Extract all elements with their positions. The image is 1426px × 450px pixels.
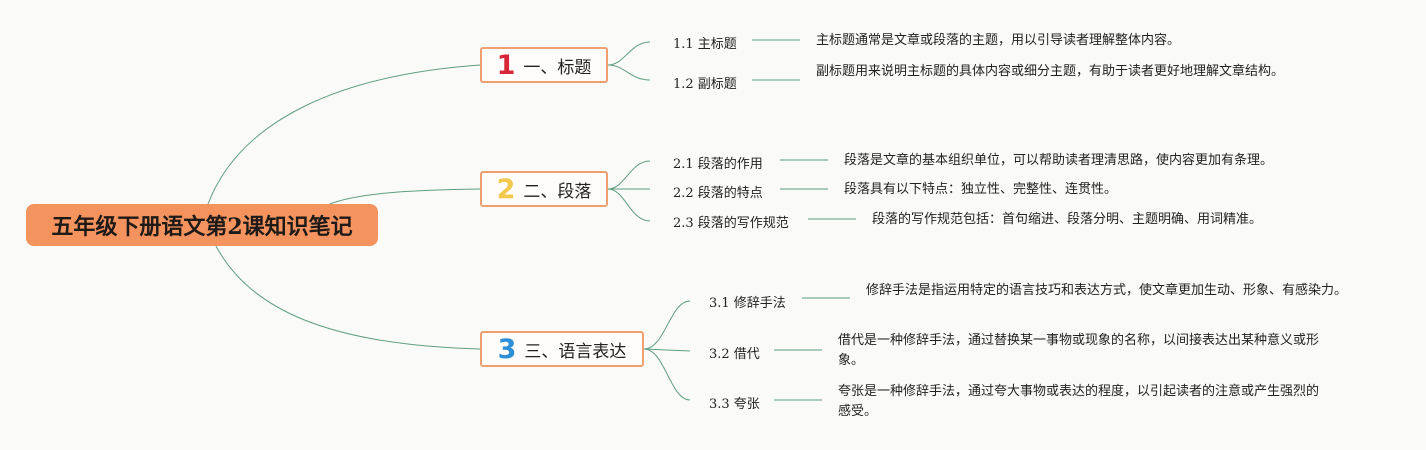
subtopic-paragraph-norms[interactable]: 2.3 段落的写作规范 [673,216,789,231]
note-main-title: 主标题通常是文章或段落的主题，用以引导读者理解整体内容。 [816,33,1181,48]
branch-node-paragraph[interactable]: 2 二、段落 [480,171,608,207]
note-paragraph-role: 段落是文章的基本组织单位，可以帮助读者理清思路，使内容更加有条理。 [844,153,1274,168]
subtopic-subtitle[interactable]: 1.2 副标题 [673,77,737,92]
branch-label: 一、标题 [523,57,592,78]
number-one-icon: 1 [496,49,516,81]
note-paragraph-norms: 段落的写作规范包括：首句缩进、段落分明、主题明确、用词精准。 [872,212,1263,227]
note-rhetoric: 修辞手法是指运用特定的语言技巧和表达方式，使文章更加生动、形象、有感染力。 [866,283,1348,298]
branch-label: 三、语言表达 [524,341,627,362]
subtopic-hyperbole[interactable]: 3.3 夸张 [709,397,760,412]
branch-node-title[interactable]: 1 一、标题 [480,47,608,83]
subtopic-paragraph-role[interactable]: 2.1 段落的作用 [673,157,763,172]
note-paragraph-features: 段落具有以下特点：独立性、完整性、连贯性。 [844,182,1118,197]
subtopic-main-title[interactable]: 1.1 主标题 [673,37,737,52]
note-hyperbole: 夸张是一种修辞手法，通过夸大事物或表达的程度，以引起读者的注意或产生强烈的感受。 [838,384,1320,419]
branch-node-language[interactable]: 3 三、语言表达 [480,331,644,367]
number-three-icon: 3 [497,333,517,365]
note-metonymy: 借代是一种修辞手法，通过替换某一事物或现象的名称，以间接表达出某种意义或形象。 [838,333,1320,368]
branch-label: 二、段落 [523,181,592,202]
subtopic-paragraph-features[interactable]: 2.2 段落的特点 [673,186,763,201]
note-subtitle: 副标题用来说明主标题的具体内容或细分主题，有助于读者更好地理解文章结构。 [816,64,1285,79]
subtopic-rhetoric[interactable]: 3.1 修辞手法 [709,296,786,311]
root-node[interactable]: 五年级下册语文第2课知识笔记 [26,204,378,246]
subtopic-metonymy[interactable]: 3.2 借代 [709,347,760,362]
number-two-icon: 2 [496,173,516,205]
